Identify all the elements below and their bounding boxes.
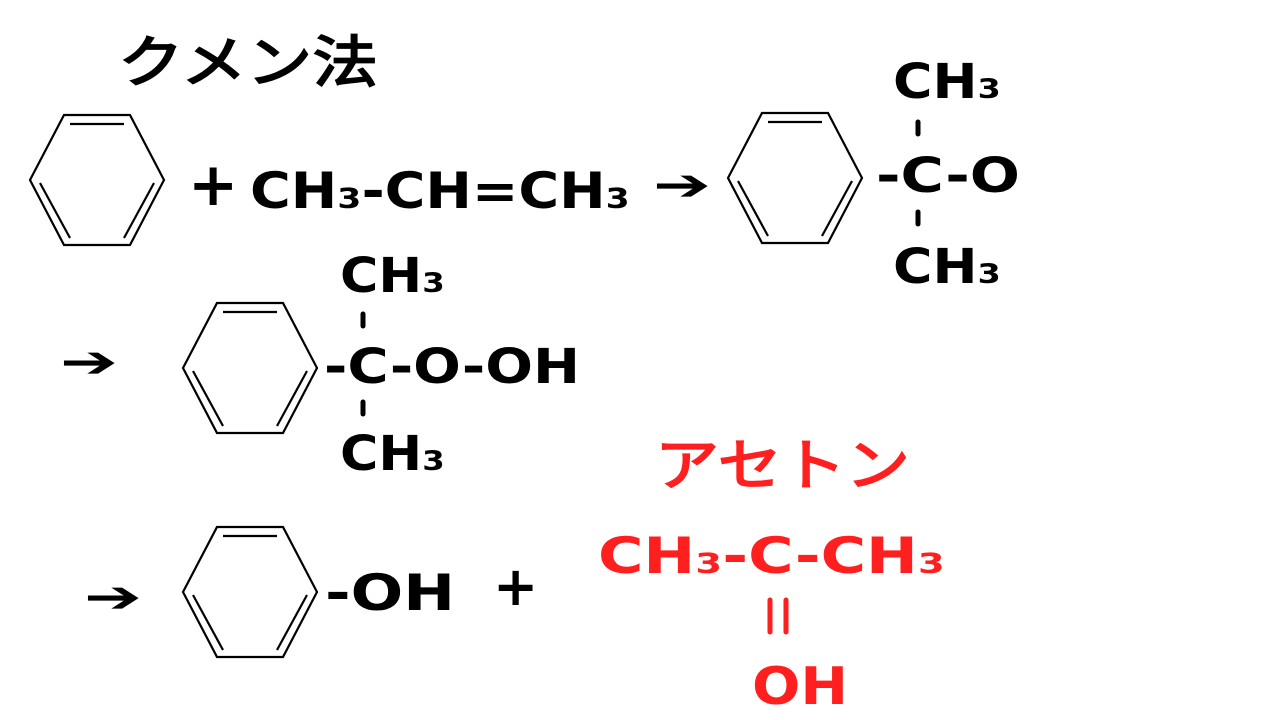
cumene-top-ch3: CH₃ [893,54,1001,110]
acetone-chain: CH₃-C-CH₃ [598,527,945,585]
reaction-arrow: ➔ [60,337,118,388]
hydroperoxide-bottom-ch3: CH₃ [340,426,445,482]
plus-sign: + [188,150,238,220]
acetone-label: アセトン [655,434,910,499]
hydroperoxide-middle: -C-O-OH [324,339,580,395]
reaction-arrow: ➔ [84,572,142,623]
benzene-ring [181,301,319,435]
reaction-arrow: ➔ [653,160,711,211]
benzene-ring [726,111,864,245]
propylene-formula: CH₃-CH=CH₃ [250,162,630,220]
phenol-oh: -OH [325,564,455,622]
cumene-middle: -C-O [876,148,1020,204]
acetone-oh: OH [752,657,848,717]
hydroperoxide-top-ch3: CH₃ [340,248,445,304]
plus-sign: + [493,555,538,618]
cumene-bottom-ch3: CH₃ [893,239,1001,295]
title: クメン法 [118,31,378,96]
benzene-ring [28,113,166,247]
benzene-ring [181,525,319,659]
